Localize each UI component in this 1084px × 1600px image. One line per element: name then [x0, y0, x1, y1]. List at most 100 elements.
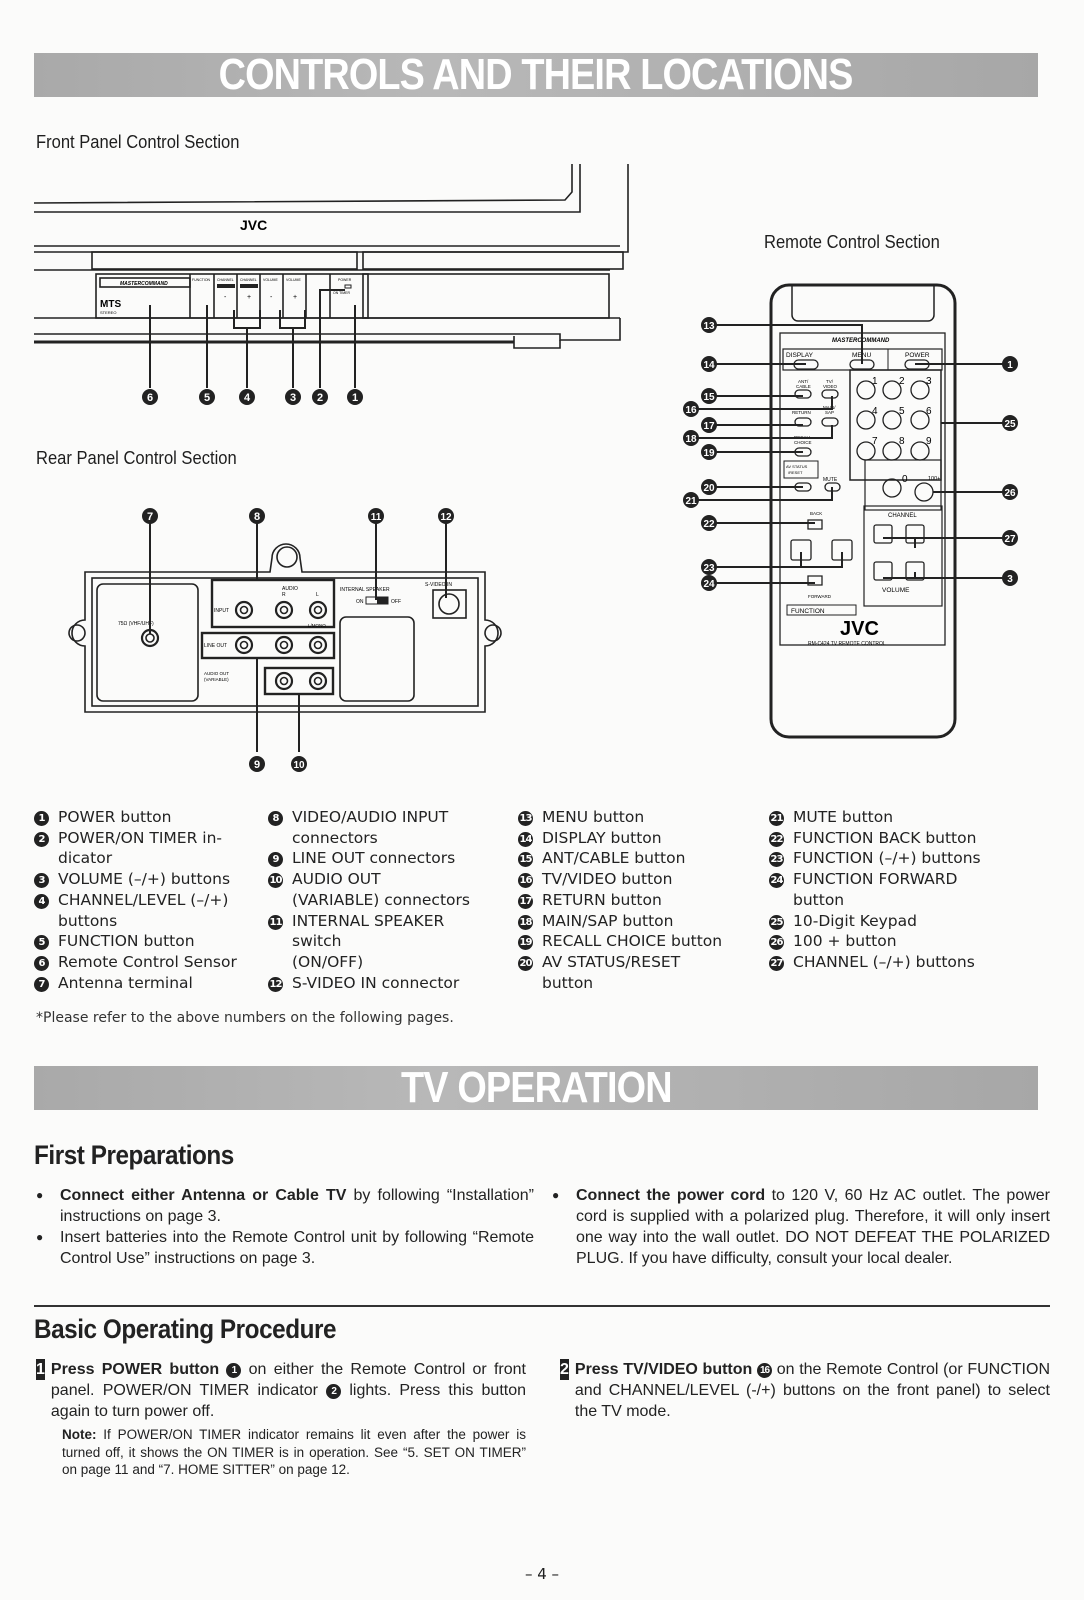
keypad-key[interactable]	[882, 410, 902, 430]
tv-video-button[interactable]	[821, 389, 839, 399]
mastercommand-label: MASTERCOMMAND	[120, 281, 168, 287]
legend-text: TV/VIDEO button	[542, 870, 673, 889]
callout-badge	[199, 389, 215, 405]
legend-text: Antenna terminal	[58, 973, 193, 992]
callout-number: 9	[268, 852, 283, 868]
key-label: 4	[872, 406, 878, 417]
antenna-label: 75Ω (VHF/UHF)	[118, 621, 154, 627]
legend-text: POWER button	[58, 808, 172, 826]
function-back-button[interactable]	[807, 519, 823, 530]
hundred-plus-label: 100+	[928, 476, 940, 482]
legend-text: Remote Control Sensor	[58, 952, 237, 971]
main-sap-button[interactable]	[821, 417, 839, 427]
volume-minus-button-remote[interactable]	[873, 561, 893, 581]
legend-number-badge: 20	[518, 952, 542, 993]
ant-cable-button[interactable]	[794, 389, 812, 399]
keypad-key[interactable]	[882, 441, 902, 461]
callout-number: 1	[352, 392, 358, 404]
ref-badge: 1	[226, 1363, 242, 1378]
on-timer-label: ON TIMER	[333, 291, 351, 295]
legend-number-badge: 15	[518, 848, 542, 869]
legend-text-continued: buttons	[58, 911, 118, 930]
callout-badge	[1002, 484, 1018, 500]
legend-number-badge: 23	[769, 848, 793, 869]
callout-badge	[142, 389, 158, 405]
legend-text: RECALL CHOICE button	[542, 932, 723, 951]
channel-plus-button[interactable]: +	[247, 294, 251, 301]
callout-badge	[249, 756, 265, 772]
back-label: BACK	[810, 511, 822, 516]
section-divider	[34, 1305, 1050, 1307]
keypad-key[interactable]	[882, 380, 902, 400]
callout-number: 13	[703, 321, 715, 332]
mute-label: MUTE	[823, 477, 838, 483]
keypad-key[interactable]	[856, 410, 876, 430]
legend-number-badge: 1	[34, 807, 58, 828]
callout-number: 5	[204, 392, 210, 404]
hundred-plus-button[interactable]	[914, 482, 934, 502]
remote-mastercommand-label: MASTERCOMMAND	[832, 338, 890, 344]
legend-text-continued: button	[793, 890, 845, 909]
callout-number: 6	[147, 392, 153, 404]
legend-text-continued: dicator	[58, 849, 113, 868]
volume-plus-button[interactable]: +	[293, 294, 297, 301]
front-panel-label: Front Panel Control Section	[36, 132, 240, 152]
bullet-icon: ●	[36, 1230, 44, 1244]
callout-number: 1	[1007, 360, 1013, 371]
callout-number: 7	[34, 976, 49, 992]
speaker-off-label: OFF	[391, 599, 401, 605]
ant-label: ANT/	[798, 379, 809, 384]
callout-badge	[701, 356, 717, 372]
keypad-key[interactable]	[856, 441, 876, 461]
front-brand-logo: JVC	[240, 217, 267, 233]
step-text: on the Remote Control (or FUNCTION and C…	[574, 1361, 1050, 1420]
channel-minus-button[interactable]: -	[224, 294, 227, 301]
step-bold: Press POWER button	[50, 1361, 220, 1378]
key-label: 9	[926, 436, 932, 447]
callout-number: 19	[703, 448, 715, 459]
keypad-key[interactable]	[882, 478, 902, 498]
callout-number: 5	[34, 935, 49, 951]
legend-text: VOLUME (–/+) buttons	[58, 870, 231, 889]
keypad-key[interactable]	[910, 441, 930, 461]
callout-number: 18	[518, 914, 533, 930]
legend-text: 100 + button	[793, 932, 897, 951]
legend-text: CHANNEL (–/+) buttons	[793, 952, 975, 971]
step-1: 1 Press POWER button 1 on either the Rem…	[36, 1359, 526, 1479]
legend-text-continued: connectors	[292, 828, 378, 847]
channel-minus-button-remote[interactable]	[873, 524, 893, 544]
legend-number-badge: 24	[769, 869, 793, 910]
prep-bold: Connect the power cord	[576, 1187, 766, 1204]
callout-number: 10	[268, 873, 283, 889]
keypad-key[interactable]	[910, 410, 930, 430]
legend-text: FUNCTION FORWARD	[793, 870, 958, 889]
callout-badge	[683, 430, 699, 446]
callout-number: 6	[34, 955, 49, 971]
callout-number: 14	[703, 360, 715, 371]
callout-number: 1	[34, 811, 49, 826]
keypad-key[interactable]	[856, 380, 876, 400]
legend-number-badge: 6	[34, 952, 58, 973]
volume-minus-button[interactable]: -	[270, 294, 273, 301]
keypad-key[interactable]	[910, 380, 930, 400]
callout-badge	[701, 479, 717, 495]
callout-number: 13	[518, 811, 533, 826]
step-number: 2	[560, 1359, 569, 1380]
key-label: 2	[899, 376, 905, 387]
volume-plus-button-remote[interactable]	[905, 561, 925, 581]
callout-number: 16	[685, 405, 697, 416]
callout-number: 4	[244, 392, 251, 404]
legend-number-badge: 26	[769, 931, 793, 952]
callout-badge	[701, 559, 717, 575]
legend-text: FUNCTION BACK button	[793, 828, 977, 847]
legend-text: POWER/ON TIMER in-	[58, 828, 223, 847]
callout-number: 7	[147, 511, 153, 523]
callout-number: 3	[1007, 574, 1013, 585]
